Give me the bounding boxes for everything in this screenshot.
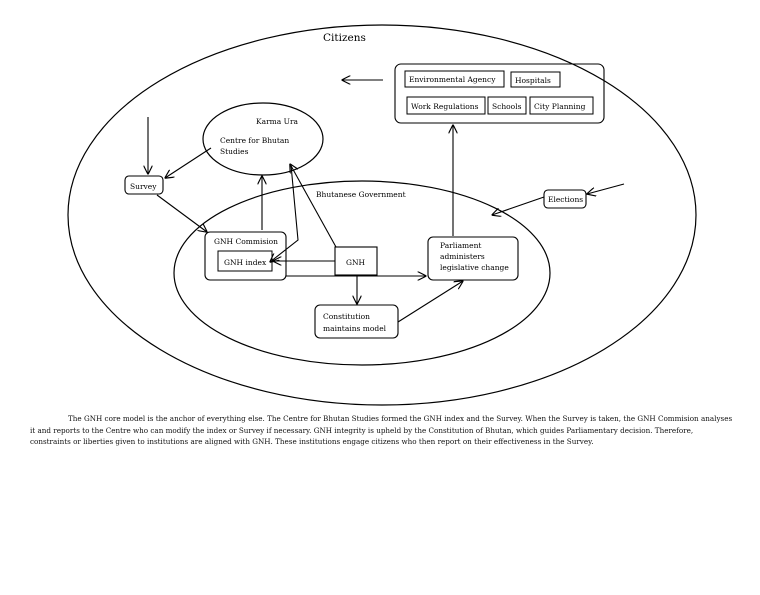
centre-ellipse bbox=[202, 102, 324, 176]
parliament-box bbox=[427, 236, 519, 281]
hospitals-label: Hospitals bbox=[515, 76, 551, 85]
citizens-ellipse bbox=[67, 24, 697, 406]
karma-ura-label: Karma Ura bbox=[256, 117, 299, 126]
citizens-label: Citizens bbox=[323, 32, 366, 44]
arrow-elections-to-government bbox=[492, 196, 545, 215]
gnh-index-label: GNH index bbox=[224, 258, 267, 267]
city-planning-label: City Planning bbox=[534, 102, 586, 111]
government-label: Bhutanese Government bbox=[316, 190, 406, 199]
work-regulations-box bbox=[406, 96, 486, 115]
constitution-box bbox=[314, 304, 399, 339]
schools-label: Schools bbox=[492, 102, 522, 111]
hospitals-box bbox=[510, 71, 561, 88]
survey-box bbox=[124, 175, 164, 195]
gnh-label: GNH bbox=[346, 258, 366, 267]
gnh-commission-label: GNH Commision bbox=[214, 237, 278, 246]
arrow-survey-to-commission bbox=[156, 194, 207, 232]
elections-label: Elections bbox=[548, 195, 583, 204]
environmental-agency-label: Environmental Agency bbox=[409, 75, 496, 84]
work-regulations-label: Work Regulations bbox=[411, 102, 479, 111]
constitution-label-line1: Constitution bbox=[323, 312, 370, 321]
arrow-centre-to-survey bbox=[165, 147, 212, 178]
arrow-constitution-to-parliament bbox=[397, 281, 463, 323]
parliament-label-line1: Parliament bbox=[440, 241, 481, 250]
diagram-caption: The GNH core model is the anchor of ever… bbox=[30, 414, 733, 446]
city-planning-box bbox=[529, 96, 594, 115]
centre-label-line1: Centre for Bhutan bbox=[220, 136, 289, 145]
arrow-centre-to-gnh-index bbox=[270, 164, 299, 262]
arrow-gnh-to-centre bbox=[290, 164, 337, 248]
schools-box bbox=[487, 96, 527, 115]
gnh-commission-box bbox=[204, 231, 287, 281]
parliament-label-line3: legislative change bbox=[440, 263, 509, 272]
arrow-citizens-to-elections bbox=[587, 183, 625, 194]
survey-label: Survey bbox=[130, 182, 157, 191]
elections-box bbox=[543, 189, 587, 209]
gnh-diagram: Citizens Bhutanese Government Karma Ura … bbox=[67, 24, 697, 406]
government-ellipse bbox=[173, 180, 551, 366]
constitution-label-line2: maintains model bbox=[323, 324, 387, 333]
environmental-agency-box bbox=[404, 70, 505, 88]
institutions-box bbox=[394, 63, 605, 124]
centre-label-line2: Studies bbox=[220, 147, 249, 156]
parliament-label-line2: administers bbox=[440, 252, 485, 261]
